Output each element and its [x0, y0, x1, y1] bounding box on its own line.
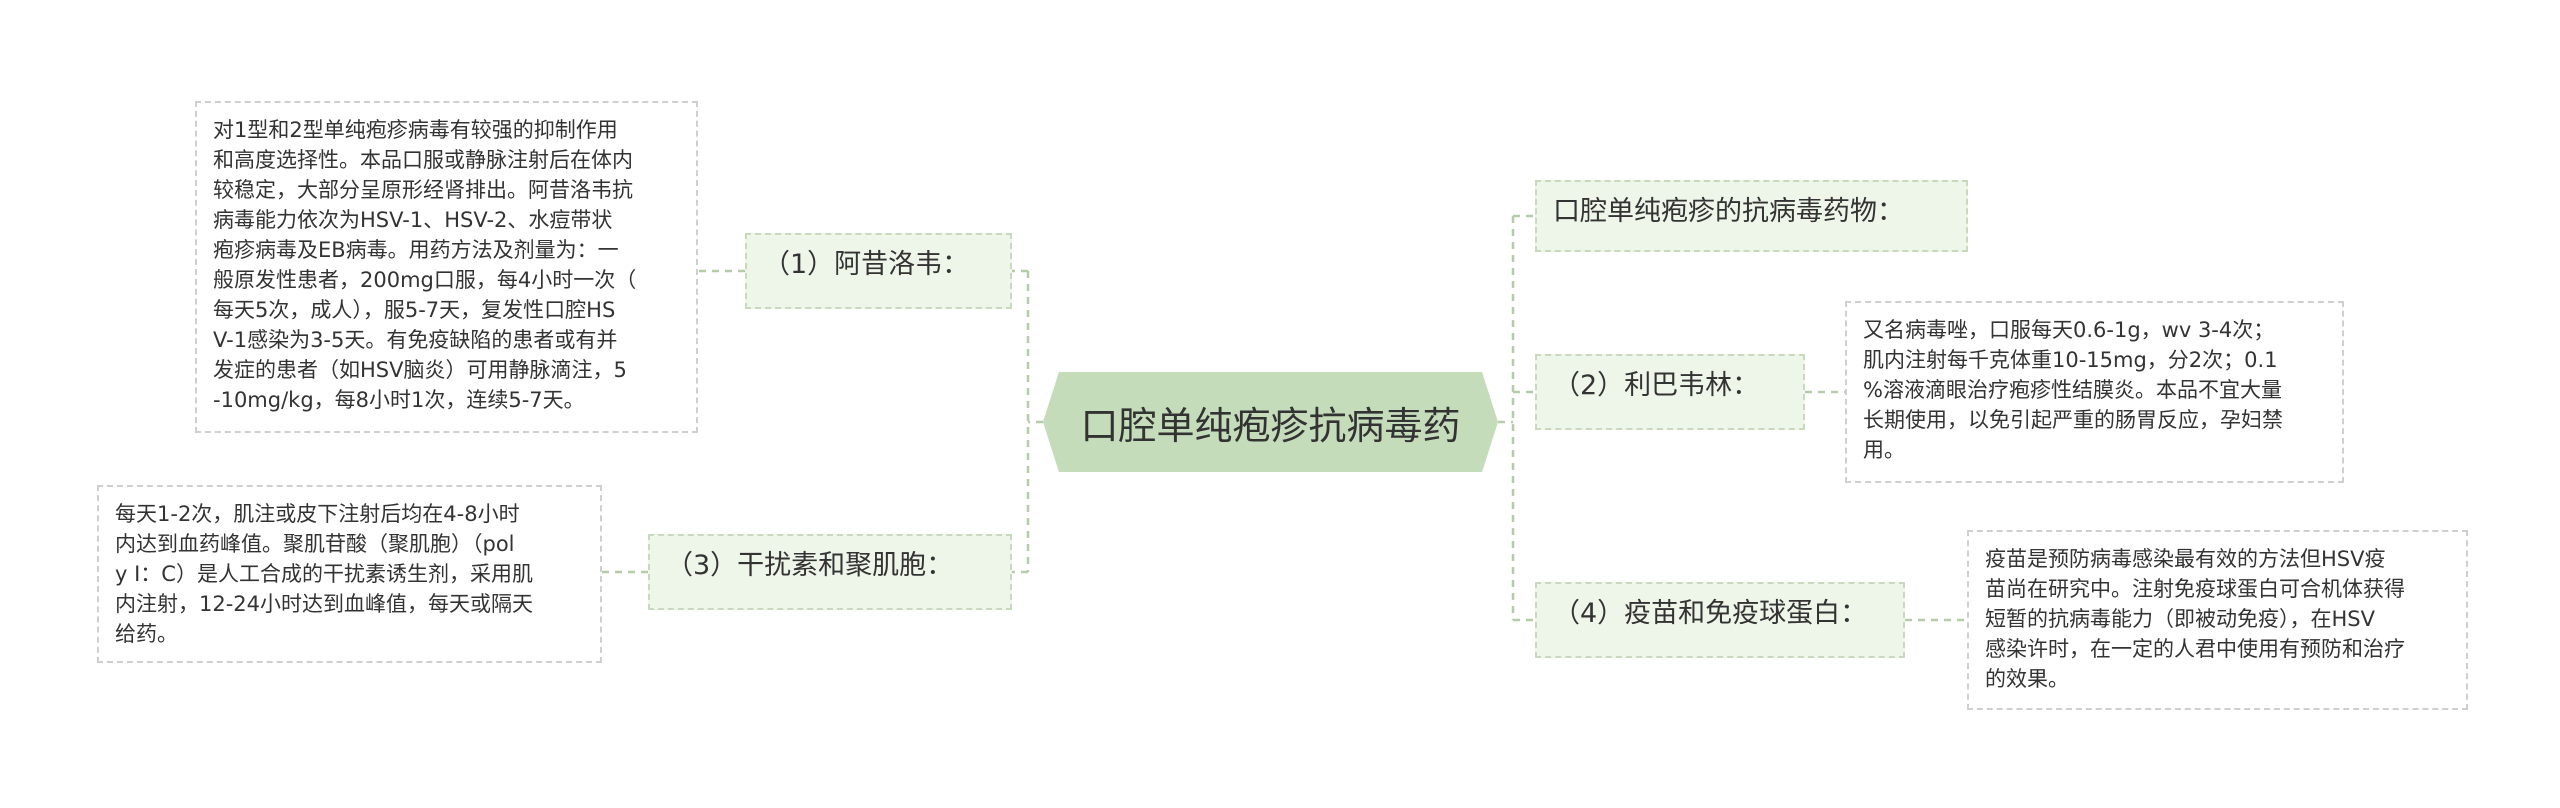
branch-vaccine-label: （4）疫苗和免疫球蛋白：: [1553, 598, 1868, 629]
branch-ribavirin-label: （2）利巴韦林：: [1553, 370, 1760, 401]
leaf-line: 每天1-2次，肌注或皮下注射后均在4-8小时: [115, 502, 520, 526]
leaf-line: 疫苗是预防病毒感染最有效的方法但HSV疫: [1985, 547, 2386, 571]
leaf-line: 感染许时，在一定的人君中使用有预防和治疗: [1985, 637, 2405, 661]
branch-antiviral-drugs-heading[interactable]: 口腔单纯疱疹的抗病毒药物：: [1535, 180, 1968, 252]
leaf-line: 般原发性患者，200mg口服，每4小时一次（: [213, 268, 637, 292]
leaf-line: V-1感染为3-5天。有免疫缺陷的患者或有并: [213, 328, 618, 352]
leaf-vaccine-details[interactable]: 疫苗是预防病毒感染最有效的方法但HSV疫 苗尚在研究中。注射免疫球蛋白可合机体获…: [1967, 530, 2468, 710]
leaf-line: 内注射，12-24小时达到血峰值，每天或隔天: [115, 592, 534, 616]
branch-interferon-label: （3）干扰素和聚肌胞：: [666, 550, 954, 581]
branch-interferon-polyic[interactable]: （3）干扰素和聚肌胞：: [648, 534, 1012, 610]
central-topic[interactable]: 口腔单纯疱疹抗病毒药: [1043, 372, 1498, 472]
leaf-line: 每天5次，成人），服5-7天，复发性口腔HS: [213, 298, 616, 322]
leaf-line: 疱疹病毒及EB病毒。用药方法及剂量为：一: [213, 238, 619, 262]
leaf-line: 又名病毒唑，口服每天0.6-1g，wv 3-4次；: [1863, 318, 2275, 342]
leaf-line: 病毒能力依次为HSV-1、HSV-2、水痘带状: [213, 208, 613, 232]
leaf-line: 和高度选择性。本品口服或静脉注射后在体内: [213, 148, 633, 172]
leaf-line: 对1型和2型单纯疱疹病毒有较强的抑制作用: [213, 118, 618, 142]
leaf-line: 给药。: [115, 622, 178, 646]
leaf-line: 的效果。: [1985, 667, 2069, 691]
leaf-line: y I：C）是人工合成的干扰素诱生剂，采用肌: [115, 562, 533, 586]
leaf-line: -10mg/kg，每8小时1次，连续5-7天。: [213, 388, 585, 412]
leaf-line: 发症的患者（如HSV脑炎）可用静脉滴注，5: [213, 358, 627, 382]
branch-acyclovir-label: （1）阿昔洛韦：: [763, 249, 970, 280]
leaf-line: %溶液滴眼治疗疱疹性结膜炎。本品不宜大量: [1863, 378, 2282, 402]
leaf-line: 短暂的抗病毒能力（即被动免疫），在HSV: [1985, 607, 2375, 631]
branch-heading-label: 口腔单纯疱疹的抗病毒药物：: [1553, 196, 1904, 227]
leaf-line: 长期使用，以免引起严重的肠胃反应，孕妇禁: [1863, 408, 2283, 432]
leaf-line: 肌内注射每千克体重10-15mg，分2次；0.1: [1863, 348, 2278, 372]
leaf-ribavirin-details[interactable]: 又名病毒唑，口服每天0.6-1g，wv 3-4次； 肌内注射每千克体重10-15…: [1845, 301, 2344, 483]
branch-acyclovir[interactable]: （1）阿昔洛韦：: [745, 233, 1012, 309]
branch-vaccine-immunoglobulin[interactable]: （4）疫苗和免疫球蛋白：: [1535, 582, 1905, 658]
leaf-acyclovir-details[interactable]: 对1型和2型单纯疱疹病毒有较强的抑制作用 和高度选择性。本品口服或静脉注射后在体…: [195, 101, 698, 433]
leaf-interferon-details[interactable]: 每天1-2次，肌注或皮下注射后均在4-8小时 内达到血药峰值。聚肌苷酸（聚肌胞）…: [97, 485, 602, 663]
leaf-line: 内达到血药峰值。聚肌苷酸（聚肌胞）（pol: [115, 532, 515, 556]
branch-ribavirin[interactable]: （2）利巴韦林：: [1535, 354, 1805, 430]
central-topic-label: 口腔单纯疱疹抗病毒药: [1080, 403, 1461, 448]
leaf-line: 较稳定，大部分呈原形经肾排出。阿昔洛韦抗: [213, 178, 633, 202]
leaf-line: 用。: [1863, 438, 1905, 462]
leaf-line: 苗尚在研究中。注射免疫球蛋白可合机体获得: [1985, 577, 2405, 601]
